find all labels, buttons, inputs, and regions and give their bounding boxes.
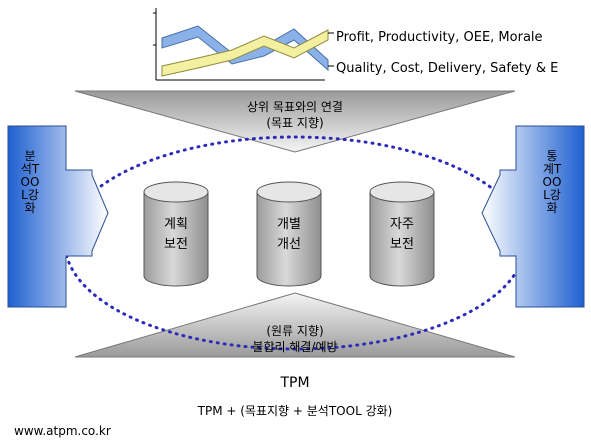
top-triangle-line-1: 상위 목표와의 연결 (247, 100, 343, 114)
cylinder-1-line-2: 보전 (164, 237, 188, 252)
right-arrow (481, 125, 585, 308)
ribbon-chart (153, 8, 334, 81)
bottom-triangle (74, 292, 516, 358)
cylinder-1-line-1: 계획 (164, 217, 188, 232)
cylinder-individual (256, 181, 322, 287)
top-triangle-line-2: (목표 지향) (266, 116, 324, 130)
cylinder-1-label: 계획 보전 (145, 215, 207, 255)
bottom-triangle-line-2: 불합리 해결/예방 (252, 340, 338, 354)
cylinder-2-line-2: 개선 (277, 237, 301, 252)
website-url: www.atpm.co.kr (14, 424, 111, 438)
left-arrow-label: 분석TOOL강화 (20, 149, 40, 215)
tpm-formula: TPM + (목표지향 + 분석TOOL 강화) (197, 404, 393, 418)
legend-line-2: Quality, Cost, Delivery, Safety & E (336, 61, 559, 76)
cylinder-2-label: 개별 개선 (258, 215, 320, 255)
cylinder-autonomous (369, 181, 435, 287)
legend-line-1: Profit, Productivity, OEE, Morale (336, 30, 543, 45)
top-triangle (74, 90, 516, 153)
right-arrow-label: 통계TOOL강화 (542, 149, 562, 215)
bottom-triangle-line-1: (원류 지향) (266, 324, 324, 338)
tpm-label: TPM (280, 375, 310, 391)
ribbon-yellow (161, 29, 329, 77)
cylinder-3-line-2: 보전 (390, 237, 414, 252)
cylinder-3-label: 자주 보전 (371, 215, 433, 255)
cylinder-2-line-1: 개별 (277, 217, 301, 232)
left-arrow (7, 125, 109, 308)
cylinder-3-line-1: 자주 (390, 217, 414, 232)
cylinder-plan (143, 181, 209, 287)
